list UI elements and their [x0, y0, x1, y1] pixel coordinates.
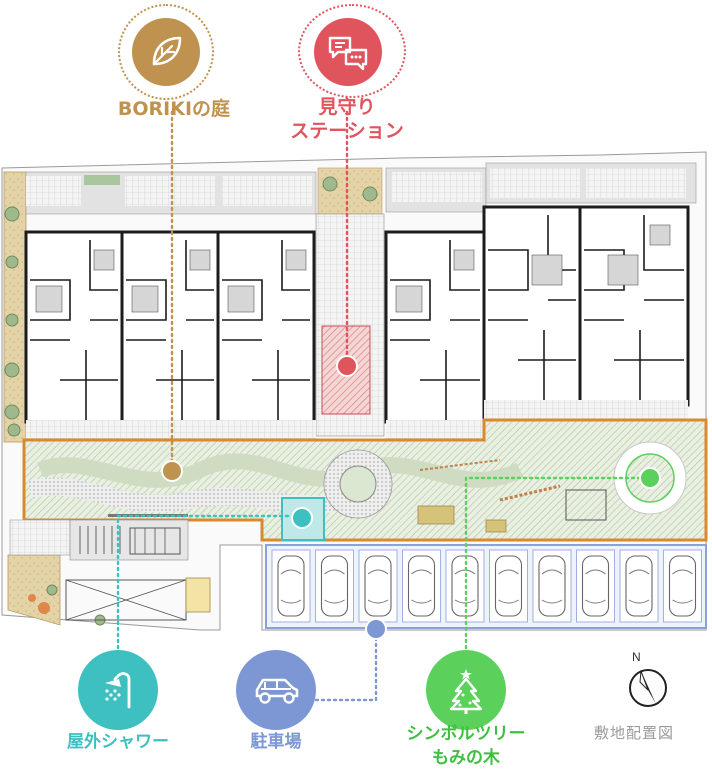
- tree-label-line1: シンボルツリー: [406, 724, 526, 744]
- chat-bubble-icon: [328, 36, 368, 71]
- shower-label: 屋外シャワー: [67, 732, 169, 752]
- parking-spaces: [271, 549, 702, 623]
- car-windows: [411, 569, 432, 604]
- parked-car: [538, 555, 566, 617]
- parking-callout[interactable]: [236, 650, 316, 730]
- station-callout-ring: [298, 4, 406, 98]
- site-plan-caption: 敷地配置図: [594, 724, 675, 742]
- parked-car: [320, 555, 349, 617]
- shower-connector: [116, 514, 304, 662]
- tree-callout[interactable]: [426, 650, 506, 730]
- parked-car: [668, 555, 697, 617]
- connector-endpoints: [161, 355, 661, 640]
- station-label-line2: ステーション: [290, 120, 404, 142]
- parking-marker: [365, 618, 387, 640]
- car-windows: [585, 569, 606, 604]
- apartment-buildings: [24, 205, 690, 424]
- parked-car: [494, 555, 523, 617]
- garden-callout-ring: [118, 4, 214, 100]
- shower-icon: [105, 672, 131, 709]
- car-icon: [255, 678, 299, 704]
- garden-label: BORIKIの庭: [117, 98, 231, 120]
- north-compass: N: [626, 650, 674, 714]
- garden-callout[interactable]: [132, 18, 200, 86]
- outdoor-shower-area: [281, 497, 325, 541]
- station-label-line1: 見守り: [318, 96, 376, 118]
- car-windows: [498, 569, 519, 604]
- boriki-garden-area: [22, 418, 708, 542]
- christmas-tree-icon: [449, 669, 483, 714]
- car-windows: [672, 569, 693, 604]
- tree-label-line2: もみの木: [432, 748, 500, 768]
- car-windows: [280, 569, 302, 604]
- north-yard-strip: [25, 162, 697, 217]
- tree-marker: [639, 467, 661, 489]
- shower-callout[interactable]: [78, 650, 158, 730]
- parking-lot: [265, 544, 707, 629]
- tree-connector: [464, 476, 652, 662]
- shower-marker: [291, 507, 313, 529]
- station-callout[interactable]: [314, 18, 382, 86]
- parked-car: [364, 555, 392, 617]
- car-windows: [541, 569, 563, 604]
- west-planting-strip: [3, 171, 27, 443]
- car-windows: [324, 569, 345, 604]
- car-windows: [367, 569, 389, 604]
- leaf-icon: [152, 36, 182, 66]
- parking-label: 駐車場: [250, 732, 302, 752]
- compass-label: N: [632, 650, 641, 664]
- parked-car: [407, 555, 436, 617]
- parked-car: [625, 555, 653, 617]
- parked-car: [581, 555, 610, 617]
- garden-marker: [161, 460, 183, 482]
- car-windows: [628, 569, 650, 604]
- southwest-garden: [7, 554, 106, 626]
- parked-car: [277, 555, 305, 617]
- compass-arrow-icon: [629, 669, 667, 707]
- callout-connectors: [116, 110, 652, 702]
- station-marker: [336, 355, 358, 377]
- parking-connector: [314, 628, 378, 702]
